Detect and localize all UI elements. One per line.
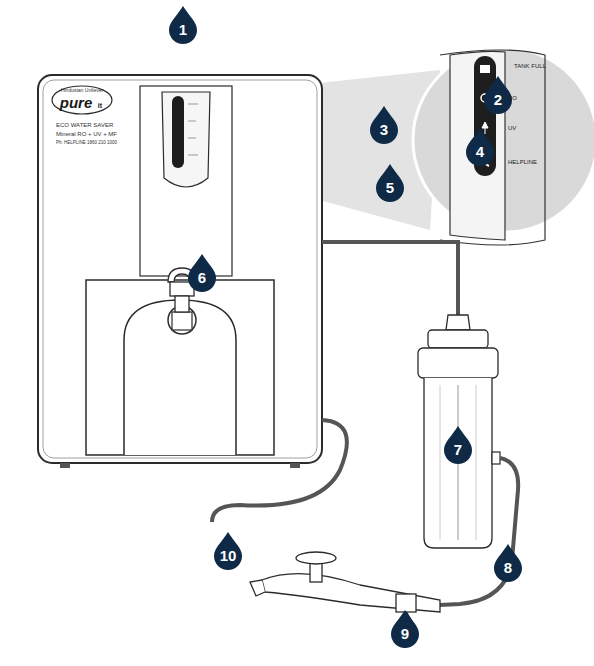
callout-number: 3 (380, 122, 388, 139)
callout-number: 7 (454, 442, 462, 459)
helpline-text: Ph: HELPLINE 1860 210 1000 (56, 141, 117, 146)
indicator-label: HELPLINE (508, 159, 537, 166)
logo-text: pure (60, 95, 93, 112)
callout-number: 9 (401, 626, 409, 643)
callout-number: 5 (386, 180, 394, 197)
indicator-label: RO (508, 95, 517, 102)
brand-name: Hindustan Unilever (61, 88, 103, 94)
callout-number: 6 (198, 270, 206, 287)
model-spec: Mineral RO + UV + MF (56, 131, 117, 138)
pipe (322, 242, 458, 315)
purifier-body (38, 75, 322, 463)
faucet (262, 574, 440, 612)
filter-housing (424, 378, 492, 548)
callout-number: 4 (476, 144, 484, 161)
control-panel (162, 92, 210, 187)
logo-suffix: it (98, 102, 102, 110)
callout-number: 10 (220, 548, 237, 565)
filter-cap (418, 348, 498, 378)
indicator-label: TANK FULL (514, 63, 546, 70)
indicator-label: UV (508, 125, 516, 132)
callout-number: 8 (504, 560, 512, 577)
diverter-valve (396, 594, 416, 612)
hose (420, 458, 518, 606)
model-name: ECO WATER SAVER (56, 122, 113, 129)
callout-number: 1 (179, 22, 187, 39)
callout-number: 2 (494, 92, 502, 109)
drain-hose (212, 420, 347, 522)
